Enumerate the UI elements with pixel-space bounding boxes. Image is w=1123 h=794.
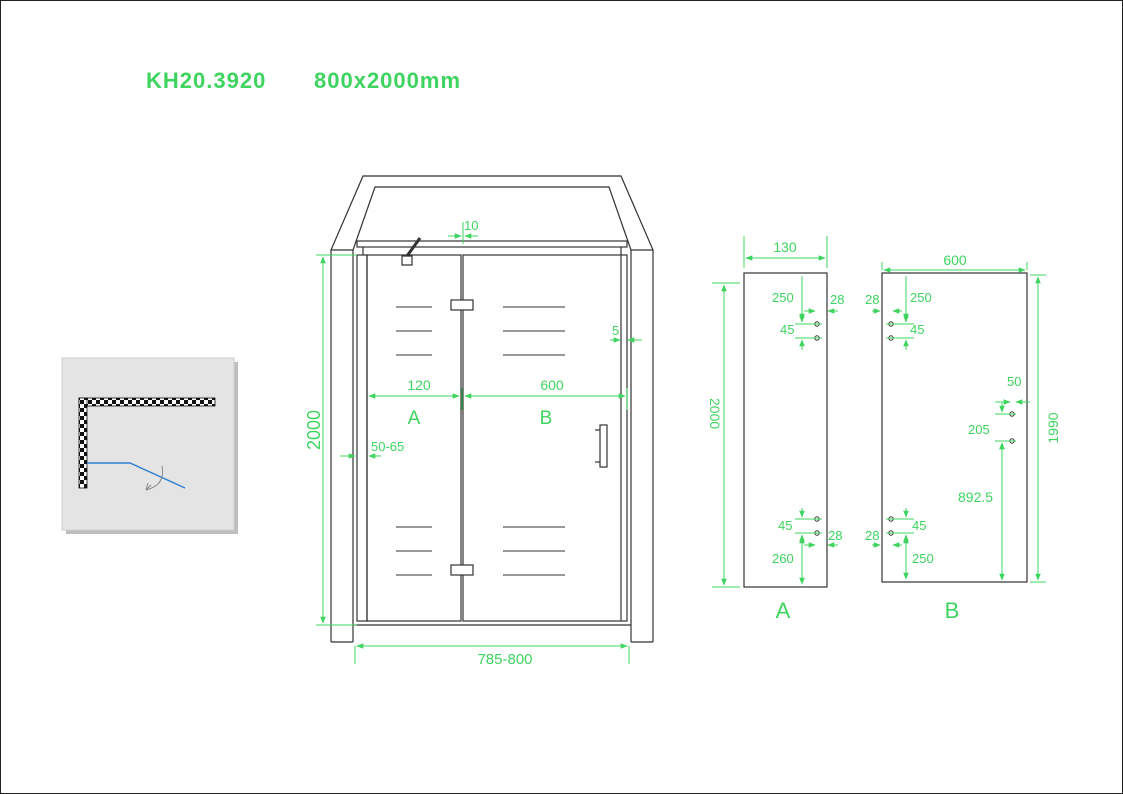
label-adjust: 50-65 [371, 439, 404, 454]
panel-b-detail: 600 28 250 45 50 205 892.5 1990 28 45 25… [865, 252, 1061, 623]
model-number: KH20.3920 [146, 68, 267, 93]
a-label-edge-top: 28 [830, 292, 844, 307]
label-gap-10: 10 [464, 218, 478, 233]
panel-label-b: B [540, 408, 553, 429]
wall-left [78, 397, 88, 489]
b-label-hole-top: 45 [910, 322, 924, 337]
label-a-width: 120 [407, 377, 431, 393]
fixed-panel-a [366, 254, 462, 622]
size-spec: 800x2000mm [314, 68, 462, 93]
panel-a-detail: 130 250 28 45 2000 45 28 260 A [707, 236, 844, 623]
door-panel-b [462, 254, 628, 622]
label-gap-5: 5 [612, 323, 619, 338]
panel-a-outline [743, 272, 828, 588]
a-label-width: 130 [773, 239, 797, 255]
label-b-width: 600 [540, 377, 564, 393]
b-label-edge-top: 28 [865, 292, 879, 307]
front-dim-labels: 10 5 120 600 A B 2000 50-65 785-800 [304, 218, 619, 668]
door-handle [599, 424, 608, 468]
b-label-hole-bottom: 45 [912, 518, 926, 533]
alcove-outer [330, 175, 654, 642]
b-label-bottom-hinge: 250 [912, 551, 934, 566]
b-label-handle-edge: 50 [1007, 374, 1021, 389]
b-label-handle-spacing: 205 [968, 422, 990, 437]
a-label-hole-bottom: 45 [778, 518, 792, 533]
swing-arrow-icon [145, 482, 152, 491]
panel-b-outline [881, 272, 1028, 583]
label-total-width: 785-800 [477, 651, 532, 668]
b-label-top-hinge: 250 [910, 290, 932, 305]
front-dimensions [316, 222, 642, 664]
a-label-hole-top: 45 [780, 322, 794, 337]
front-view [330, 175, 654, 643]
hinge-top [450, 299, 474, 311]
a-label-edge-bottom: 28 [828, 528, 842, 543]
b-panel-label: B [945, 598, 960, 623]
bar-clamp [401, 255, 413, 266]
door-plan-line [87, 462, 186, 489]
b-label-height: 1990 [1045, 412, 1061, 443]
a-panel-label: A [776, 598, 791, 623]
b-label-edge-bottom: 28 [865, 528, 879, 543]
a-label-top-hinge: 250 [772, 290, 794, 305]
alcove-inner [352, 186, 632, 625]
glass-reflections [396, 306, 565, 576]
hinge-bottom [450, 564, 474, 576]
plan-view-inset [61, 357, 238, 534]
stabilizer-bar [356, 240, 628, 248]
a-label-bottom-hinge: 260 [772, 551, 794, 566]
wall-top [78, 397, 216, 407]
inset-background [61, 357, 235, 531]
swing-arc [145, 465, 164, 491]
panel-label-a: A [408, 408, 421, 429]
b-label-handle-height: 892.5 [958, 489, 993, 505]
label-height-2000: 2000 [304, 410, 324, 450]
b-label-width: 600 [943, 252, 967, 268]
wall-profile [356, 254, 368, 622]
a-label-height: 2000 [707, 398, 723, 429]
bar-arm [405, 237, 422, 257]
